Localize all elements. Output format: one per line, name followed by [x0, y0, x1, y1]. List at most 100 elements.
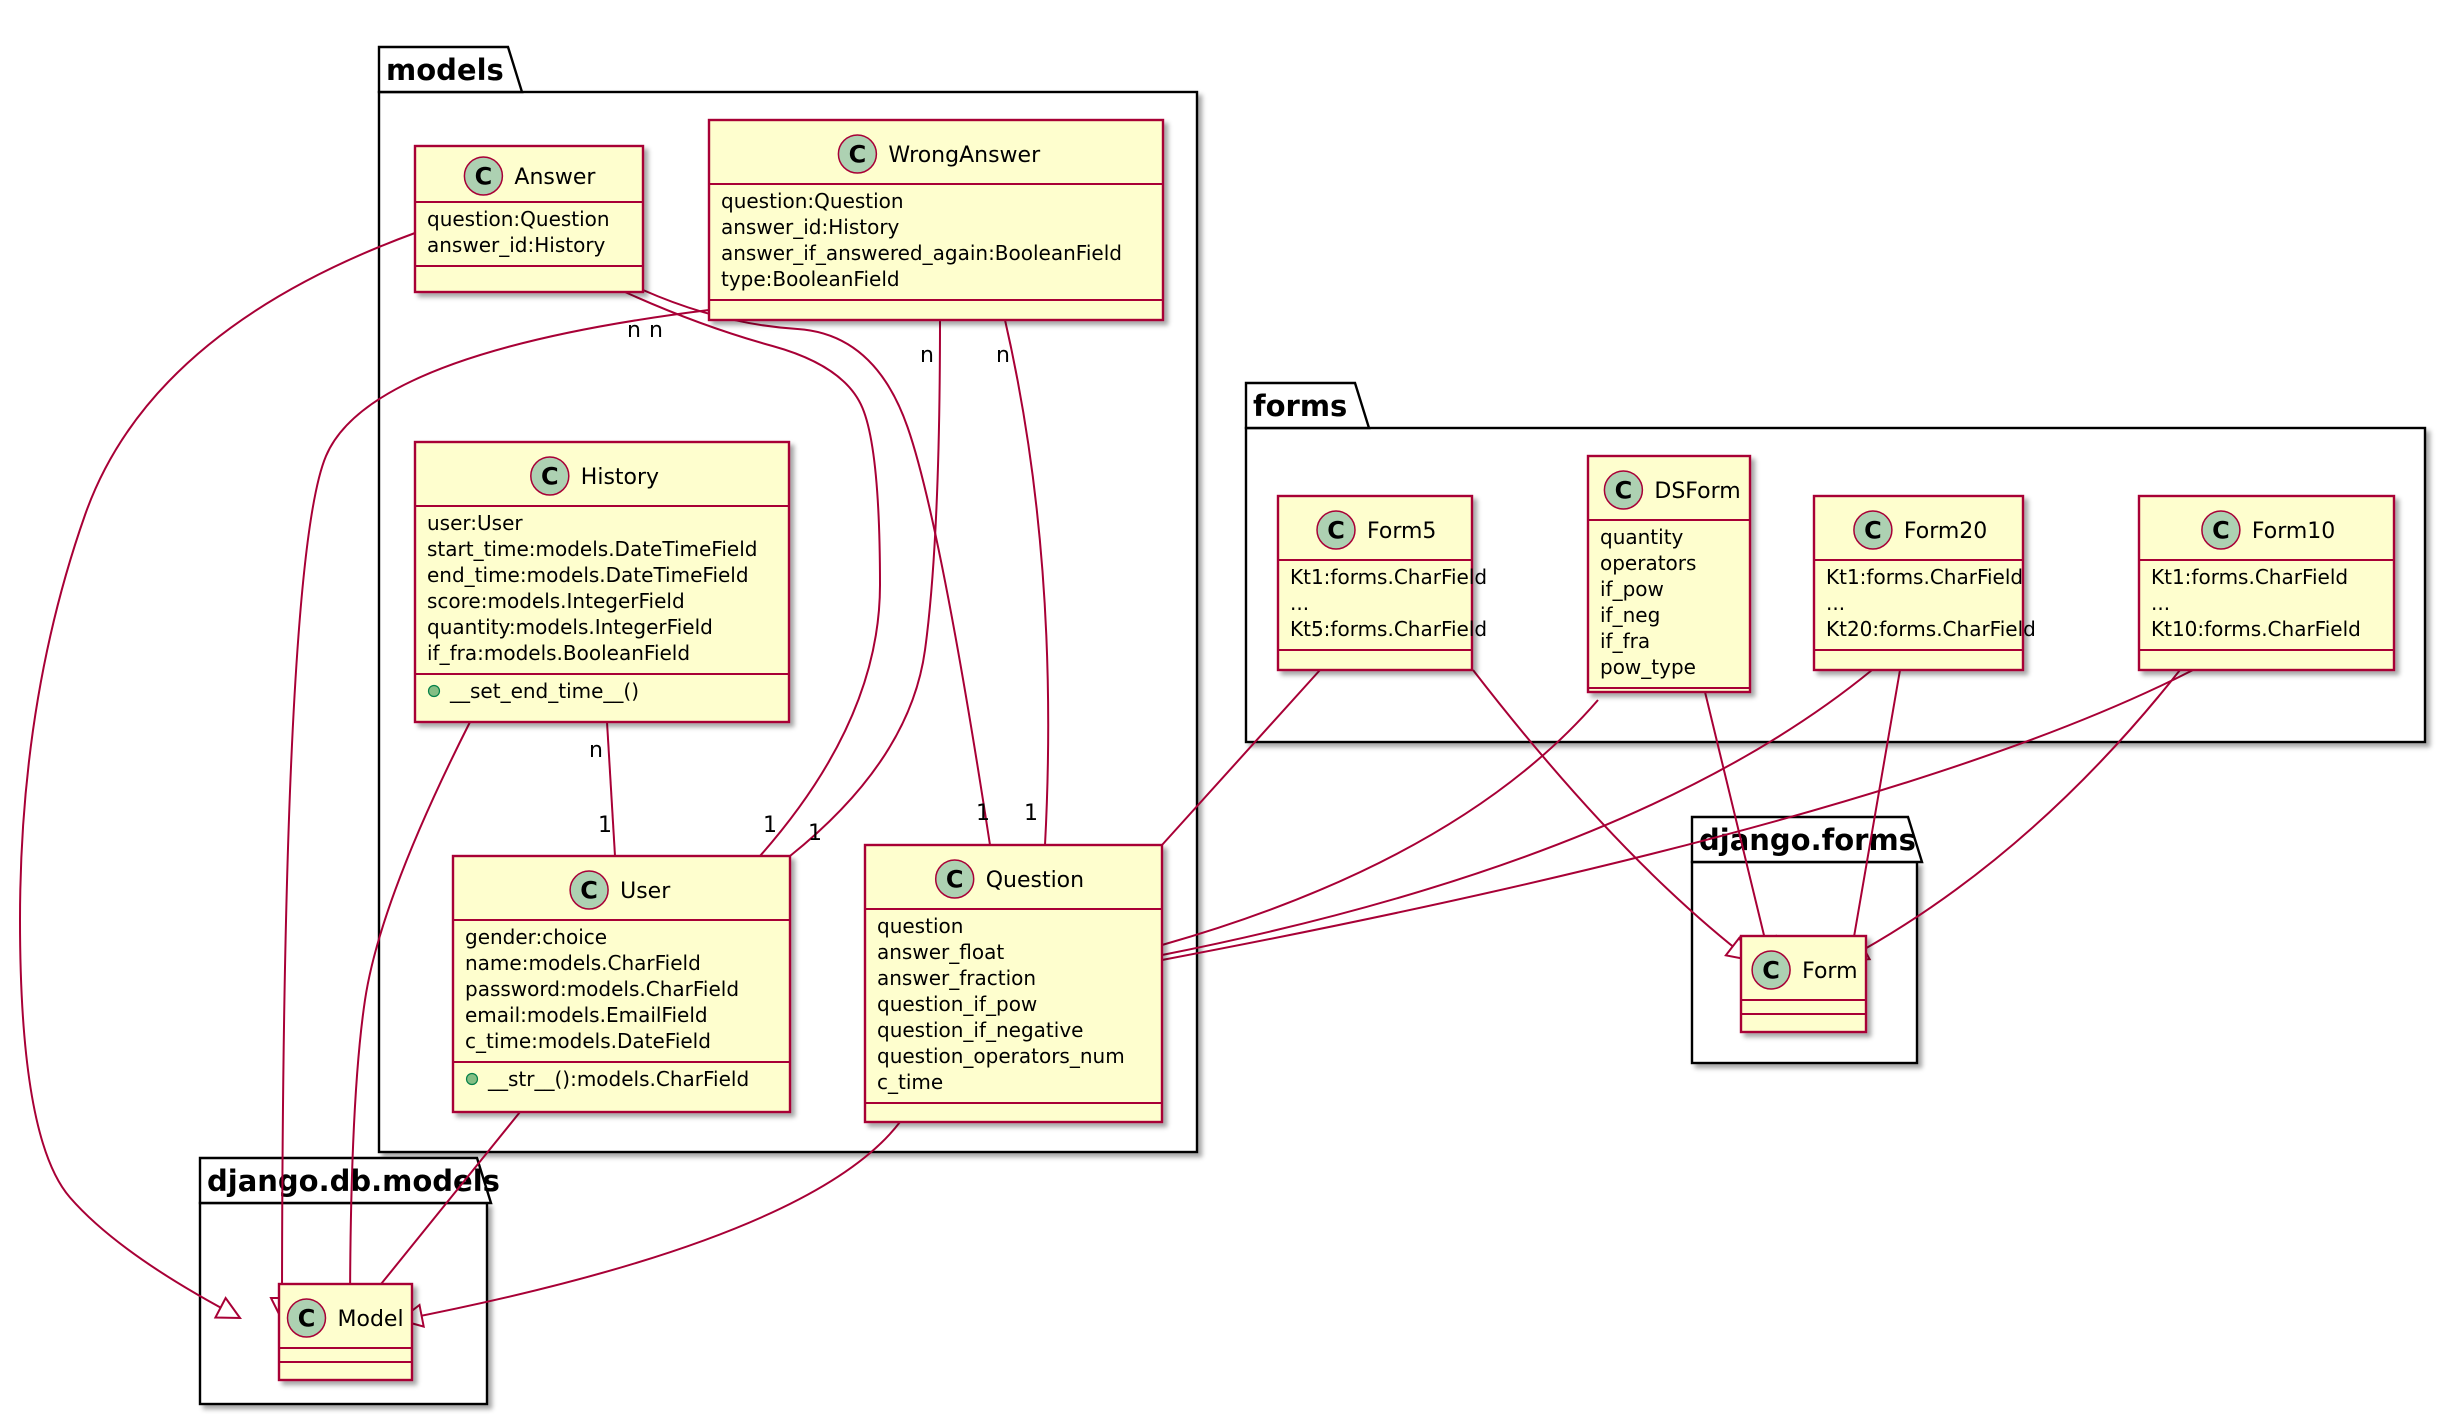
class-attribute: password:models.CharField	[465, 977, 739, 1001]
class-attribute: ...	[2151, 591, 2170, 615]
class-attribute: email:models.EmailField	[465, 1003, 708, 1027]
class-name: Form10	[2252, 519, 2335, 544]
class-c-icon: C	[837, 134, 878, 174]
class-c-icon: C	[934, 859, 975, 899]
package-tab	[377, 45, 524, 94]
class-attribute: question:Question	[427, 207, 610, 231]
multiplicity-label: n	[627, 318, 641, 343]
svg-text:C: C	[298, 1305, 316, 1333]
multiplicity-label: 1	[976, 801, 990, 826]
class-attribute: c_time:models.DateField	[465, 1029, 711, 1053]
class-name: Form5	[1367, 519, 1436, 544]
class-attribute: if_pow	[1600, 577, 1664, 601]
class-model[interactable]: C Model	[277, 1282, 414, 1382]
package-django-db-models: django.db.models	[198, 1156, 500, 1406]
class-box	[413, 144, 645, 294]
multiplicity-label: 1	[808, 821, 822, 846]
svg-text:C: C	[849, 141, 867, 169]
class-box	[1812, 494, 2025, 672]
class-name: Form	[1802, 959, 1857, 984]
multiplicity-label: 1	[598, 813, 612, 838]
svg-text:C: C	[1327, 517, 1345, 545]
class-c-icon: C	[1751, 950, 1791, 990]
class-attribute: answer_float	[877, 940, 1004, 964]
svg-text:C: C	[2212, 517, 2230, 545]
class-attribute: start_time:models.DateTimeField	[427, 537, 757, 561]
svg-text:C: C	[541, 463, 559, 491]
class-box	[707, 118, 1165, 322]
class-attribute: gender:choice	[465, 925, 607, 949]
class-attribute: question_if_pow	[877, 992, 1037, 1016]
class-name: WrongAnswer	[888, 143, 1041, 168]
edge-line	[281, 309, 710, 1321]
package-tab	[1244, 381, 1371, 430]
class-c-icon: C	[1603, 470, 1644, 510]
edge-dsform-to-question-association	[1161, 699, 1599, 946]
edge-line	[18, 232, 416, 1319]
class-name: Model	[338, 1307, 404, 1332]
class-attribute: question_if_negative	[877, 1018, 1083, 1042]
multiplicity-label: 1	[763, 813, 777, 838]
class-attribute: user:User	[427, 511, 523, 535]
class-box	[863, 843, 1164, 1124]
svg-text:C: C	[1762, 957, 1780, 985]
edge-history-to-user-association	[606, 721, 616, 857]
class-attribute: quantity	[1600, 525, 1684, 549]
class-method: __str__():models.CharField	[487, 1067, 749, 1091]
class-attribute: answer_id:History	[721, 215, 900, 239]
class-name: Form20	[1904, 519, 1987, 544]
edge-line	[1161, 699, 1599, 946]
class-attribute: answer_fraction	[877, 966, 1036, 990]
package-label: django.forms	[1699, 823, 1916, 857]
edge-form5-to-question-association	[1161, 669, 1321, 846]
class-name: Answer	[514, 165, 596, 190]
class-c-icon: C	[1316, 510, 1356, 550]
class-attribute: ...	[1290, 591, 1309, 615]
package-tab	[198, 1156, 493, 1205]
edge-line	[789, 319, 941, 857]
package-label: models	[386, 53, 504, 87]
svg-text:C: C	[580, 877, 598, 905]
class-box	[413, 440, 791, 724]
package-label: forms	[1253, 389, 1347, 423]
class-attribute: pow_type	[1600, 655, 1696, 679]
edge-wronganswer-to-user-association	[789, 319, 941, 857]
edge-answer-to-user-association	[624, 291, 882, 857]
class-form[interactable]: C Form	[1739, 934, 1868, 1034]
class-attribute: Kt20:forms.CharField	[1826, 617, 2036, 641]
class-method: __set_end_time__()	[449, 679, 639, 703]
class-attribute: answer_id:History	[427, 233, 606, 257]
class-attribute: quantity:models.IntegerField	[427, 615, 713, 639]
class-attribute: if_fra:models.BooleanField	[427, 641, 690, 665]
class-attribute: Kt1:forms.CharField	[1290, 565, 1487, 589]
edge-wronganswer-to-question-association	[1004, 319, 1050, 846]
class-c-icon: C	[569, 870, 609, 910]
class-name: DSForm	[1654, 479, 1740, 504]
multiplicity-label: n	[996, 343, 1010, 368]
class-name: User	[620, 879, 671, 904]
svg-text:C: C	[475, 163, 493, 191]
edge-line	[1844, 669, 2181, 961]
class-attribute: Kt1:forms.CharField	[2151, 565, 2348, 589]
public-method-icon	[465, 1072, 479, 1086]
class-attribute: if_neg	[1600, 603, 1660, 627]
class-attribute: Kt10:forms.CharField	[2151, 617, 2361, 641]
class-answer[interactable]: C Answer question:Questionanswer_id:Histor…	[413, 144, 645, 294]
edge-line	[349, 721, 471, 1321]
class-c-icon: C	[1853, 510, 1893, 550]
class-c-icon: C	[530, 456, 570, 496]
inheritance-arrowhead	[213, 1296, 242, 1320]
edge-line	[1704, 691, 1771, 961]
class-attribute: type:BooleanField	[721, 267, 900, 291]
multiplicity-label: n	[589, 738, 603, 763]
class-attribute: question_operators_num	[877, 1044, 1125, 1068]
